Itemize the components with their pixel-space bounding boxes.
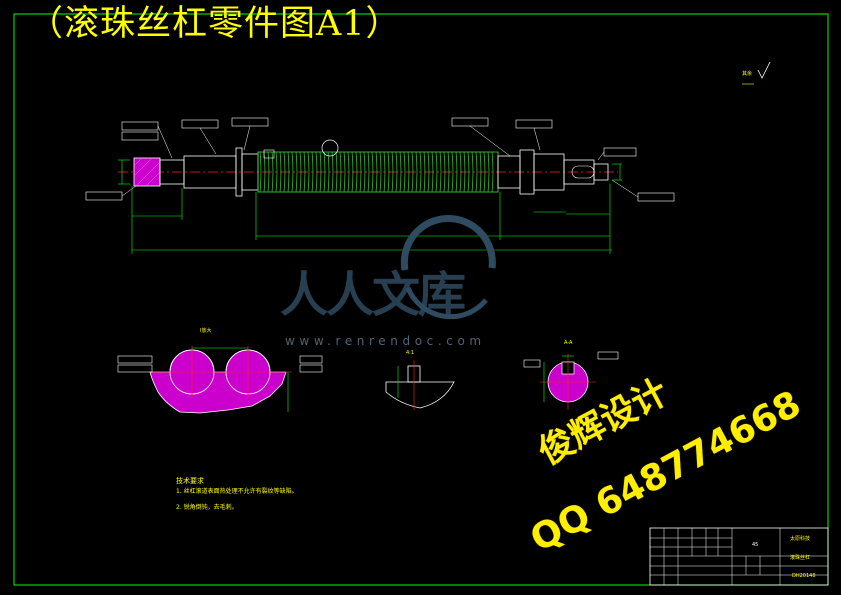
thread-crest [347, 151, 350, 193]
thread-crest [447, 151, 450, 193]
thread-crest [419, 151, 422, 193]
section-label: A-A [564, 340, 573, 346]
thread-crest [283, 151, 286, 193]
thread-crest [379, 151, 382, 193]
roughness-symbol: 其余 [742, 61, 771, 85]
thread-crest [435, 151, 438, 193]
thread-crest [455, 151, 458, 193]
watermark-logo-icon [400, 214, 496, 320]
keyway-view: 4:1 [385, 350, 455, 410]
thread-crest [439, 151, 442, 193]
thread-crest [471, 151, 474, 193]
dimension-lines [118, 159, 622, 254]
thread-crest [287, 151, 290, 193]
thread-crest [303, 151, 306, 193]
detail-label: I放大 [200, 327, 211, 334]
thread-crest [463, 151, 466, 193]
watermark-brand: 人人文库 [280, 267, 466, 323]
thread-crest [295, 151, 298, 193]
thread-crest [391, 151, 394, 193]
thread-crest [459, 151, 462, 193]
thread-crest [423, 151, 426, 193]
roughness-note: 其余 [742, 70, 752, 77]
thread-crest [451, 151, 454, 193]
drawing-frame [13, 13, 829, 586]
thread-crest [335, 151, 338, 193]
thread-crest [275, 151, 278, 193]
thread-crest [383, 151, 386, 193]
thread-crest [407, 151, 410, 193]
thread-crest [427, 151, 430, 193]
thread-crest [291, 151, 294, 193]
thread-crest [475, 151, 478, 193]
drawing-title: （滚珠丝杠零件图A1） [28, 4, 402, 44]
thread-crest [323, 151, 326, 193]
thread-crest [267, 151, 270, 193]
thread-crest [327, 151, 330, 193]
thread-crest [315, 151, 318, 193]
thread-crest [311, 151, 314, 193]
section-aa-view: A-A [523, 340, 619, 410]
technical-notes: 技术要求 1. 丝杠滚道表面热处理不允许有裂纹等缺陷。 2. 锐角倒钝，去毛刺。 [176, 477, 298, 512]
thread-crest [443, 151, 446, 193]
thread-crest [363, 151, 366, 193]
thread-crest [483, 151, 486, 193]
ratio-label: 4:1 [406, 350, 414, 356]
thread-crest [367, 151, 370, 193]
thread-crest [259, 151, 262, 193]
thread-crest [395, 151, 398, 193]
thread-crest [271, 151, 274, 193]
thread-crest [415, 151, 418, 193]
thread-crest [387, 151, 390, 193]
thread-crest [299, 151, 302, 193]
watermark-url: www.renrendoc.com [285, 334, 486, 348]
thread-crest [319, 151, 322, 193]
material-value: 45 [752, 542, 758, 548]
technical-note-item: 2. 锐角倒钝，去毛刺。 [176, 504, 238, 511]
drawing-number: DH20148 [792, 573, 816, 579]
thread-crest [331, 151, 334, 193]
company-name: 太原科技 [790, 535, 810, 542]
thread-crest [355, 151, 358, 193]
thread-crest [491, 151, 494, 193]
thread-crest [375, 151, 378, 193]
thread-crest [487, 151, 490, 193]
thread-crest [343, 151, 346, 193]
thread-crest [359, 151, 362, 193]
part-name: 滚珠丝杠 [790, 554, 810, 561]
thread-crest [479, 151, 482, 193]
thread-crest [339, 151, 342, 193]
technical-notes-heading: 技术要求 [176, 477, 204, 485]
shaft-main-view [118, 139, 618, 197]
thread-crest [351, 151, 354, 193]
thread-crest [467, 151, 470, 193]
thread-lines [259, 151, 494, 193]
thread-crest [399, 151, 402, 193]
thread-crest [431, 151, 434, 193]
thread-crest [371, 151, 374, 193]
thread-crest [411, 151, 414, 193]
detail-view: I放大 [117, 327, 323, 414]
technical-note-item: 1. 丝杠滚道表面热处理不允许有裂纹等缺陷。 [176, 488, 298, 495]
thread-crest [403, 151, 406, 193]
thread-crest [307, 151, 310, 193]
title-block: 45 太原科技 滚珠丝杠 DH20148 [649, 527, 829, 586]
thread-crest [279, 151, 282, 193]
